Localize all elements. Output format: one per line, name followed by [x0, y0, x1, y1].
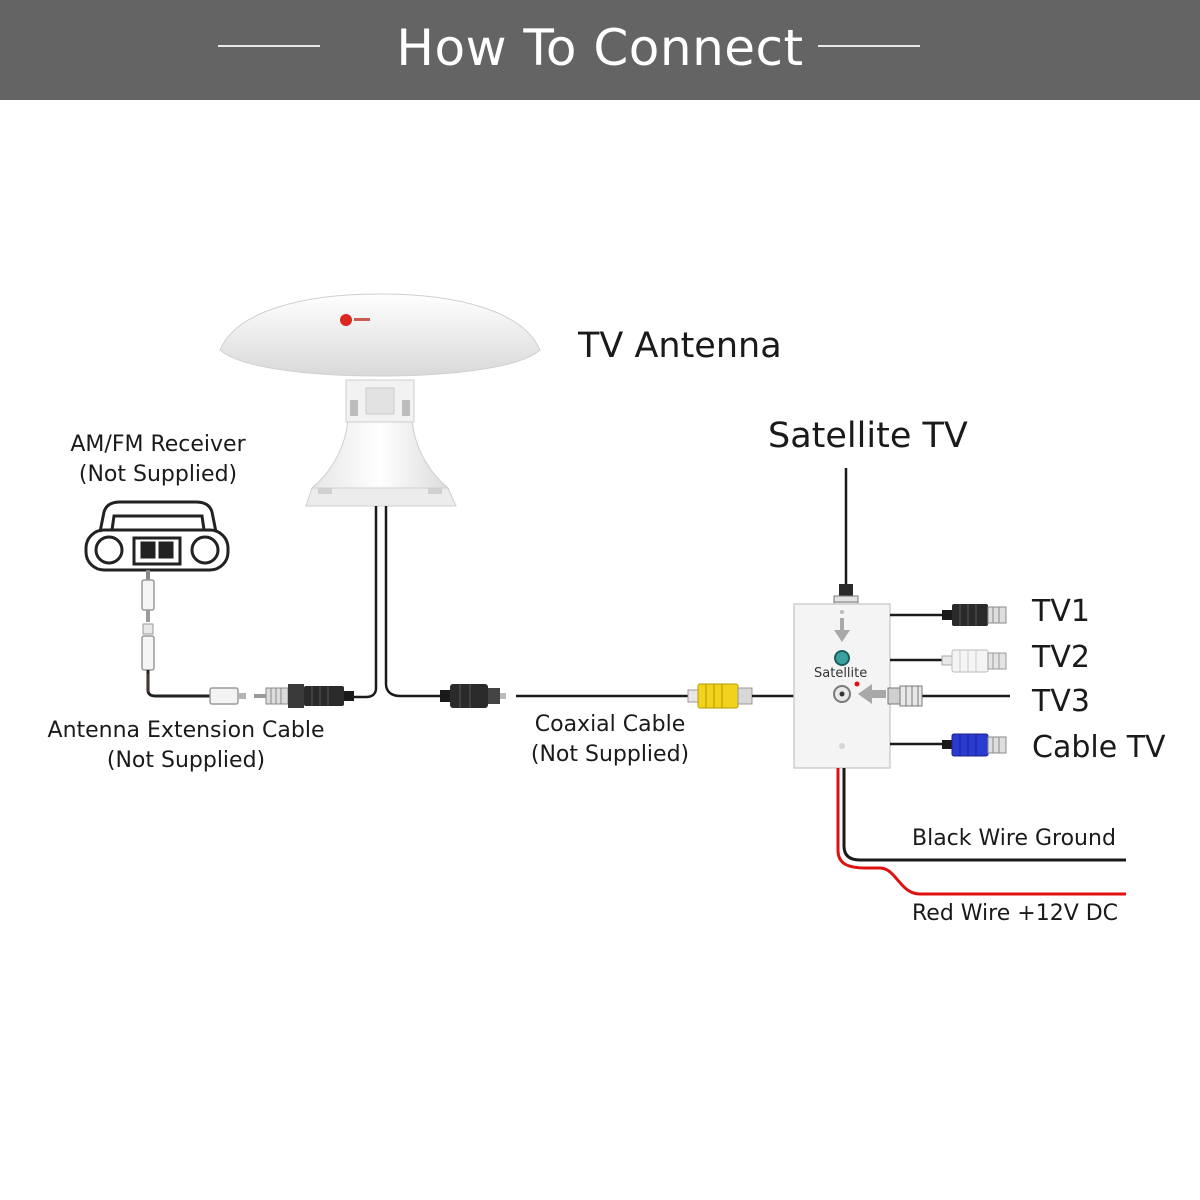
- coaxial-cable-note: (Not Supplied): [530, 742, 690, 767]
- coaxial-cable-label: Coaxial Cable: [534, 712, 686, 737]
- tv-coax-connector: [440, 684, 506, 708]
- tv2-label: TV2: [1032, 640, 1090, 675]
- red-power-wire: [836, 768, 1126, 896]
- arrow-left-icon: [858, 684, 886, 704]
- antenna-am-cable: [354, 506, 378, 699]
- header-rule-left: [218, 45, 320, 47]
- amfm-receiver-icon: [84, 500, 230, 572]
- extension-cable-note: (Not Supplied): [106, 748, 266, 773]
- extension-cable-label: Antenna Extension Cable: [47, 718, 325, 743]
- tv-antenna-label: TV Antenna: [578, 326, 782, 366]
- black-ground-wire: [842, 768, 1126, 862]
- satellite-tv-label: Satellite TV: [768, 416, 968, 456]
- amfm-receiver-note: (Not Supplied): [78, 462, 238, 487]
- amfm-receiver-label: AM/FM Receiver: [70, 432, 246, 457]
- tv1-label: TV1: [1032, 594, 1090, 629]
- tv3-label: TV3: [1032, 684, 1090, 719]
- header-rule-right: [818, 45, 920, 47]
- am-antenna-connector: [254, 684, 354, 708]
- tv-antenna-icon: [219, 293, 541, 507]
- page-title: How To Connect: [396, 19, 804, 77]
- tv3-connector: [887, 685, 923, 707]
- antenna-tv-cable: [384, 506, 440, 698]
- yellow-coax-connector: [687, 683, 753, 709]
- cable-tv-label: Cable TV: [1032, 730, 1166, 765]
- black-wire-label: Black Wire Ground: [912, 826, 1116, 851]
- amfm-plug-cable: [141, 570, 246, 705]
- satellite-port-label: Satellite: [814, 666, 868, 681]
- red-wire-label: Red Wire +12V DC: [912, 901, 1119, 926]
- cable-tv-connector: [942, 733, 1007, 757]
- tv2-connector: [941, 649, 1007, 673]
- tv1-connector: [942, 604, 1007, 626]
- arrow-down-icon: [834, 618, 850, 642]
- header-bar: How To Connect: [0, 0, 1200, 100]
